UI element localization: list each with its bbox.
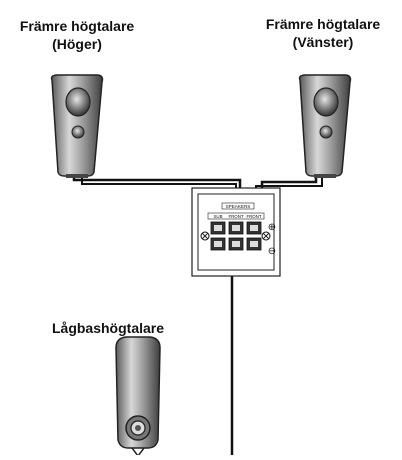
minus-icon: ⊖ bbox=[268, 246, 276, 257]
terminal-label-front: FRONT bbox=[228, 214, 243, 219]
terminal-label-front: FRONT bbox=[246, 214, 261, 219]
front-right-sublabel: (Höger) bbox=[52, 36, 102, 52]
terminal-label-sub: SUB bbox=[213, 214, 222, 219]
subwoofer-label: Lågbashögtalare bbox=[51, 320, 165, 336]
panel-header: SPEAKERS bbox=[226, 204, 251, 209]
front-left-speaker bbox=[298, 74, 352, 178]
subwoofer-speaker bbox=[115, 336, 161, 458]
speaker-terminal-panel: SPEAKERS SUB FRONT FRONT bbox=[191, 187, 281, 277]
front-right-label: Främre högtalare bbox=[19, 18, 135, 34]
tweeter-icon bbox=[65, 87, 91, 117]
front-left-label: Främre högtalare bbox=[265, 16, 381, 32]
plus-icon: ⊕ bbox=[268, 222, 276, 233]
front-right-speaker bbox=[50, 74, 104, 178]
front-left-sublabel: (Vänster) bbox=[292, 34, 354, 50]
tweeter-icon bbox=[313, 87, 339, 117]
